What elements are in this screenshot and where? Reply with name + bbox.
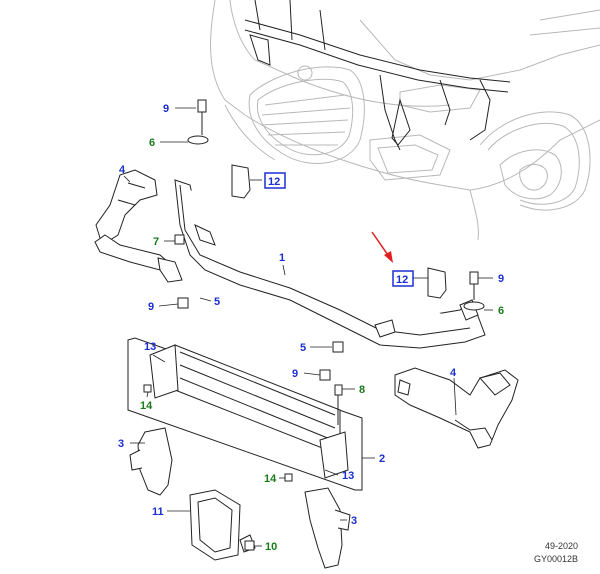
- callout-14: 14: [140, 400, 153, 412]
- bottom-left-bracket: [129, 427, 173, 496]
- callout-9: 9: [148, 301, 154, 313]
- right-side-bracket: [394, 367, 519, 449]
- callout-2: 2: [379, 453, 385, 465]
- date-code: 49-2020: [544, 541, 578, 551]
- callout-5: 5: [300, 342, 306, 354]
- callout-4: 4: [119, 164, 126, 176]
- callout-9: 9: [498, 273, 504, 285]
- bottom-center-frame: [189, 489, 256, 561]
- red-pointer-arrow: [371, 231, 393, 263]
- callout-8: 8: [359, 384, 365, 396]
- callout-4: 4: [450, 367, 457, 379]
- callout-6: 6: [498, 305, 504, 317]
- callout-3: 3: [351, 515, 357, 527]
- clip-bracket-right: [427, 267, 447, 299]
- callout-3: 3: [118, 438, 124, 450]
- callout-12: 12: [268, 176, 280, 188]
- lower-crossmember-beam: [174, 179, 486, 349]
- reference-code: GY00012B: [533, 554, 578, 564]
- callout-box-12-right: [392, 270, 414, 287]
- callout-7: 7: [153, 236, 159, 248]
- callout-12: 12: [396, 274, 408, 286]
- callout-6: 6: [149, 137, 155, 149]
- bottom-right-bracket: [304, 487, 351, 569]
- vehicle-front-outline: [210, 0, 600, 241]
- callout-box-12-left: [264, 172, 286, 189]
- callout-13: 13: [342, 470, 354, 482]
- upper-radiator-support: [244, 0, 511, 151]
- callout-14: 14: [264, 473, 277, 485]
- callout-13: 13: [144, 341, 156, 353]
- callout-9: 9: [292, 368, 298, 380]
- leader-lines: [123, 107, 493, 547]
- callout-11: 11: [152, 506, 164, 518]
- callout-10: 10: [265, 541, 277, 553]
- callout-9: 9: [163, 103, 169, 115]
- left-side-bracket: [94, 169, 183, 283]
- lower-beam-assembly: [127, 337, 363, 491]
- clip-bracket-left: [231, 164, 251, 199]
- callout-5: 5: [214, 296, 220, 308]
- callout-1: 1: [279, 252, 285, 264]
